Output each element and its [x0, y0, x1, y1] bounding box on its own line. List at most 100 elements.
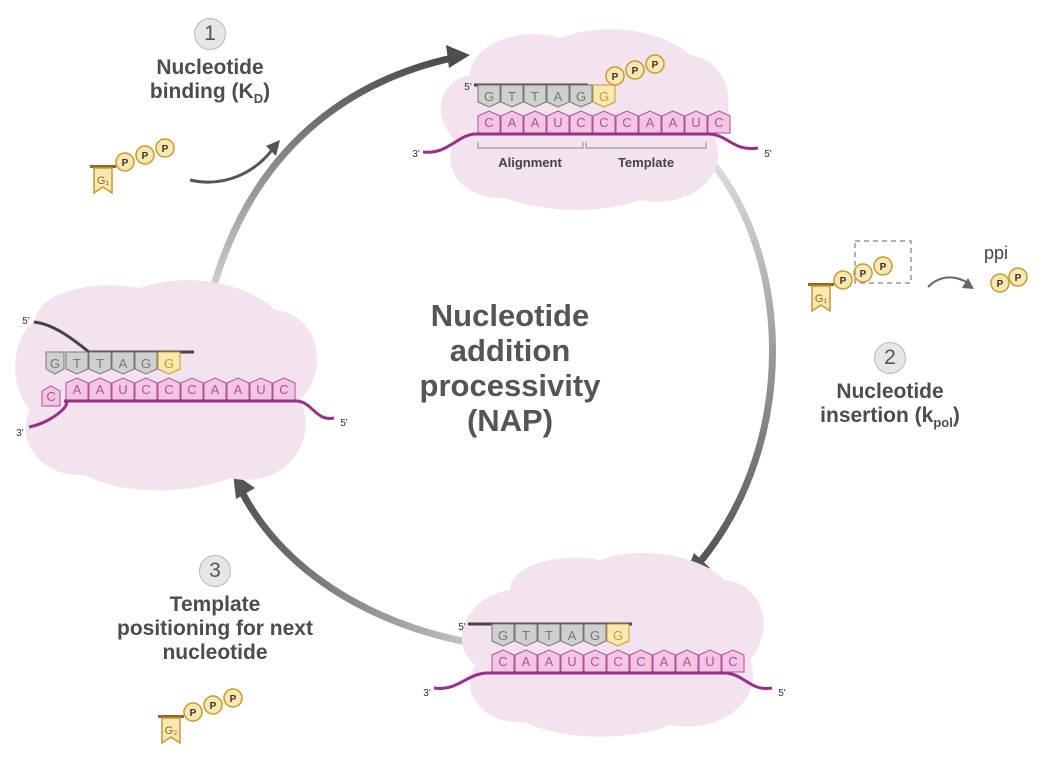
bottom-primer-base [491, 623, 515, 647]
left-template-base-letter: A [73, 382, 82, 397]
free-ntp-step1-phosphate-label: P [142, 151, 149, 162]
bottom-primer-base [514, 623, 538, 647]
step-2-text-tail: ) [952, 404, 960, 427]
left-primer-base-letter: A [119, 356, 128, 371]
enzyme-blob-bottom [461, 552, 764, 737]
top-template-base-letter: A [531, 115, 540, 130]
free-ntp-step3-phosphate-label: P [210, 701, 217, 712]
step-1-text-line: Nucleotide [156, 56, 264, 79]
left-primer-base [65, 351, 89, 375]
top-template-base [707, 110, 731, 134]
left-template-overhang [41, 385, 61, 407]
ntp-step2-phosphate [853, 263, 873, 283]
step-3-text-line: Template [169, 593, 261, 616]
cycle-arrow-left [211, 54, 456, 286]
center-title-line: (NAP) [466, 403, 554, 438]
left-primer-base-unpaired-letter: G [50, 356, 60, 371]
ntp-step2-phosphate [873, 256, 893, 276]
left-template-overhang-letter: C [46, 389, 55, 404]
left-primer-base [88, 351, 112, 375]
ppi-phosphate [990, 273, 1010, 293]
ntp-step2-base-label: G₁ [815, 293, 828, 305]
step-1-text-line: binding (KD) [110, 80, 310, 111]
top-template-label: Template [618, 155, 674, 170]
free-ntp-step1-base-label: G₁ [97, 175, 110, 187]
free-ntp-step1-phosphate [135, 145, 155, 165]
binding-arrowhead [266, 140, 280, 156]
step-2-text-line: insertion (kpol) [790, 404, 990, 435]
bottom-template-base-letter: C [728, 654, 737, 669]
left-primer-5prime: 5' [22, 316, 30, 327]
left-template-tail-5 [295, 399, 335, 420]
bottom-added-base [606, 623, 630, 647]
free-ntp-step3-base-label: G₂ [165, 725, 178, 737]
left-template-base-letter: A [234, 382, 243, 397]
free-ntp-step3-phosphate [203, 695, 223, 715]
bottom-template-base-letter: A [545, 654, 554, 669]
top-incoming-phosphate [625, 60, 645, 80]
top-primer-base-letter: G [484, 89, 494, 104]
left-added-base [157, 351, 181, 375]
bottom-primer-base-letter: G [590, 628, 600, 643]
top-primer-base-letter: A [554, 89, 563, 104]
ntp-step2-base [811, 285, 831, 313]
free-ntp-step3-phosphate-label: P [230, 694, 237, 705]
ppi-phosphate-label: P [1015, 273, 1022, 284]
center-title-line: addition [449, 333, 571, 368]
top-template-3prime: 3' [412, 149, 420, 160]
step-2-text-line: Nucleotide [836, 380, 944, 403]
ppi-label: ppi [984, 243, 1009, 263]
free-ntp-step1-phosphate [115, 152, 135, 172]
free-ntp-step1-phosphate [155, 138, 175, 158]
ppi-phosphate-label: P [997, 279, 1004, 290]
bottom-primer-base [560, 623, 584, 647]
free-ntp-step3-phosphate [223, 688, 243, 708]
step-2-subscript: pol [933, 415, 953, 431]
bottom-template-5prime: 5' [778, 688, 786, 699]
left-template-strand [28, 399, 296, 429]
bottom-added-base-letter: G [613, 628, 623, 643]
cycle-arrowhead-left [233, 473, 255, 499]
top-primer-base [477, 84, 501, 108]
top-primer-base [500, 84, 524, 108]
top-template-bracket [585, 142, 707, 149]
ntp-step2-phosphate-label: P [880, 262, 887, 273]
cycle-arrowhead-top [446, 45, 470, 68]
bottom-template-base-letter: A [660, 654, 669, 669]
bottom-template-base-letter: U [567, 654, 576, 669]
left-primer-base-unpaired [45, 351, 65, 375]
bottom-template-base-letter: A [683, 654, 692, 669]
top-template-base-letter: C [484, 115, 493, 130]
top-template-tail-3 [422, 132, 477, 154]
step-1-subscript: D [253, 91, 264, 107]
top-primer-5prime: 5' [464, 82, 472, 93]
bottom-primer-base [537, 623, 561, 647]
ppi-release-arrowhead [962, 278, 974, 289]
step-1-text-main: binding (K [149, 80, 254, 103]
bottom-primer-base-letter: T [522, 628, 530, 643]
left-template-base-letter: A [96, 382, 105, 397]
top-primer-base [569, 84, 593, 108]
bottom-primer-5prime: 5' [458, 622, 466, 633]
center-title-line: processivity [419, 368, 601, 403]
top-incoming-phosphate [605, 66, 625, 86]
free-ntp-step1-phosphate-label: P [122, 158, 129, 169]
top-template-tail-5 [707, 132, 759, 151]
top-primer-base-letter: T [508, 89, 516, 104]
cycle-arrow-right [696, 156, 776, 566]
released-ppi: PP [990, 267, 1028, 293]
step-2-number: 2 [874, 342, 906, 374]
left-template-base-letter: C [164, 382, 173, 397]
top-template-5prime: 5' [764, 149, 772, 160]
binding-arrow [189, 149, 274, 184]
ntp-step2-phosphate-label: P [860, 269, 867, 280]
center-title-line: Nucleotide [430, 298, 590, 333]
step-3-label: 3 Template positioning for next nucleoti… [75, 555, 355, 665]
free-ntp-step3-base [161, 717, 181, 745]
free-ntp-step1-base [93, 167, 113, 195]
center-title: Nucleotide addition processivity (NAP) [360, 298, 660, 438]
bottom-template-base-letter: A [522, 654, 531, 669]
left-primer-base [134, 351, 158, 375]
